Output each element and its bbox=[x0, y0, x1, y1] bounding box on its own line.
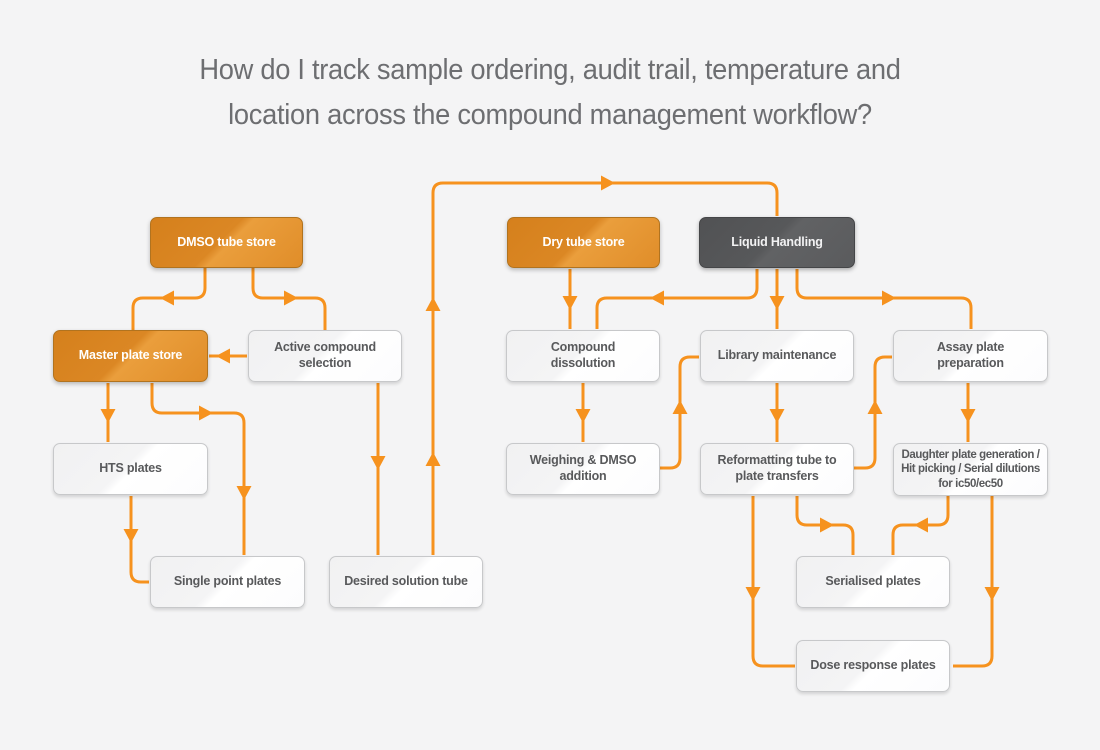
edge-assay-plate-preparation-to-daughter-plate bbox=[960, 383, 976, 442]
edge-reformatting-to-dose-response-plates bbox=[745, 496, 795, 668]
node-label: Liquid Handling bbox=[731, 234, 823, 249]
edge-compound-dissolution-to-weighing bbox=[575, 383, 591, 442]
node-label: Single point plates bbox=[173, 574, 282, 589]
node-label: Weighing & DMSO addition bbox=[529, 453, 637, 483]
node-label: Assay plate preparation bbox=[936, 340, 1005, 370]
node-label: Reformatting tube to plate transfers bbox=[717, 453, 837, 483]
edge-active-compound-to-master-plate-store bbox=[209, 348, 247, 364]
node-weighing-dmso-addition: Weighing & DMSO addition bbox=[506, 443, 660, 495]
node-hts-plates: HTS plates bbox=[53, 443, 208, 495]
edge-dmso-to-master-plate-store bbox=[131, 268, 207, 331]
node-liquid-handling: Liquid Handling bbox=[699, 217, 855, 268]
edge-library-maintenance-to-reformatting bbox=[769, 383, 785, 442]
node-label: Active compound selection bbox=[274, 340, 376, 370]
edge-active-compound-to-desired-solution-tube bbox=[370, 383, 386, 555]
edge-dmso-to-active-compound-selection bbox=[251, 268, 327, 331]
node-dmso-tube-store: DMSO tube store bbox=[150, 217, 303, 268]
page-title-line2: location across the compound management … bbox=[228, 99, 872, 131]
node-label: Daughter plate generation / Hit picking … bbox=[901, 448, 1040, 490]
edge-reformatting-to-serialised-plates bbox=[795, 496, 855, 555]
edge-master-plate-store-to-single-point-plates bbox=[150, 383, 252, 555]
edge-hts-plates-to-single-point-plates bbox=[123, 496, 149, 584]
node-dose-response-plates: Dose response plates bbox=[796, 640, 950, 692]
edge-master-plate-store-to-hts-plates bbox=[100, 383, 116, 442]
edge-dry-tube-store-to-compound-dissolution bbox=[562, 269, 578, 329]
node-single-point-plates: Single point plates bbox=[150, 556, 305, 608]
node-master-plate-store: Master plate store bbox=[53, 330, 208, 382]
edge-weighing-to-library-maintenance bbox=[659, 355, 699, 470]
edge-liquid-handling-to-assay-plate-preparation bbox=[795, 269, 973, 329]
page-title-line1: How do I track sample ordering, audit tr… bbox=[199, 54, 901, 86]
node-label: Compound dissolution bbox=[550, 340, 616, 370]
edge-desired-solution-tube-to-liquid-handling bbox=[425, 175, 779, 555]
node-label: HTS plates bbox=[99, 461, 162, 476]
edge-daughter-plate-to-dose-response-plates bbox=[953, 496, 1000, 668]
edge-liquid-handling-to-compound-dissolution bbox=[595, 269, 759, 329]
node-label: DMSO tube store bbox=[177, 234, 276, 249]
node-active-compound-selection: Active compound selection bbox=[248, 330, 402, 382]
edge-liquid-handling-to-library-maintenance bbox=[769, 269, 785, 329]
edge-daughter-plate-to-serialised-plates bbox=[891, 496, 950, 555]
node-label: Dry tube store bbox=[542, 234, 625, 249]
node-label: Serialised plates bbox=[825, 574, 921, 589]
node-desired-solution-tube: Desired solution tube bbox=[329, 556, 483, 608]
node-compound-dissolution: Compound dissolution bbox=[506, 330, 660, 382]
node-serialised-plates: Serialised plates bbox=[796, 556, 950, 608]
node-daughter-plate-generation: Daughter plate generation / Hit picking … bbox=[893, 443, 1048, 496]
node-label: Master plate store bbox=[78, 348, 183, 363]
node-label: Library maintenance bbox=[717, 348, 837, 363]
node-dry-tube-store: Dry tube store bbox=[507, 217, 660, 268]
page-title: How do I track sample ordering, audit tr… bbox=[33, 48, 1067, 138]
edge-reformatting-to-assay-plate-preparation bbox=[853, 355, 892, 470]
node-library-maintenance: Library maintenance bbox=[700, 330, 854, 382]
node-label: Dose response plates bbox=[810, 658, 936, 673]
node-assay-plate-preparation: Assay plate preparation bbox=[893, 330, 1048, 382]
node-reformatting-tube-to-plate-transfers: Reformatting tube to plate transfers bbox=[700, 443, 854, 495]
node-label: Desired solution tube bbox=[344, 574, 468, 589]
